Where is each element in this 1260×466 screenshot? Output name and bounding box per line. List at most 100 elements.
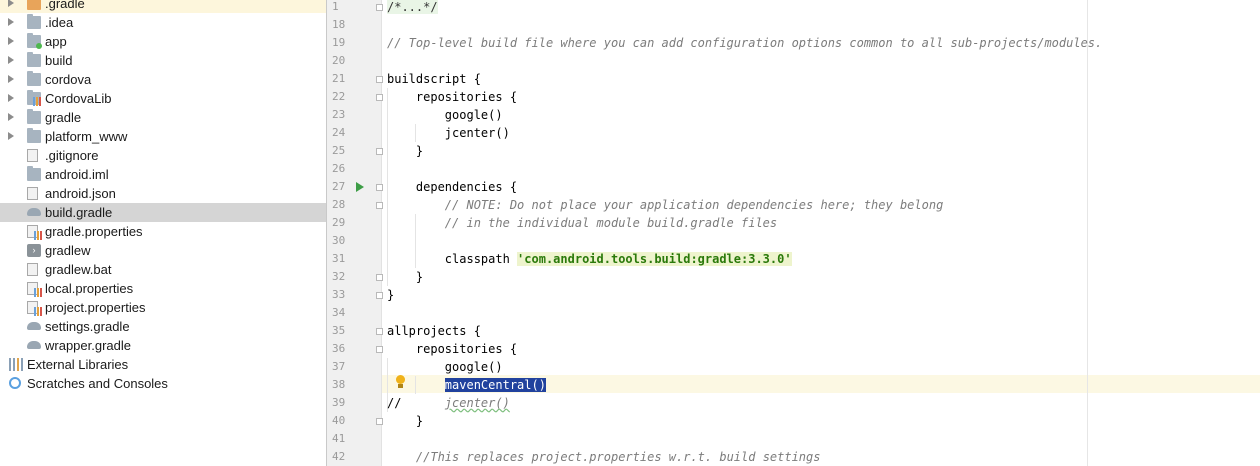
indent-guide (415, 214, 416, 268)
fold-marker-icon[interactable] (376, 418, 383, 425)
code-token: // in the individual module build.gradle… (444, 216, 778, 230)
bars-icon (34, 231, 42, 240)
libraries-icon (9, 358, 23, 371)
tree-item-gradlew-bat[interactable]: gradlew.bat (0, 260, 326, 279)
tree-item-label: android.json (45, 186, 116, 201)
chevron-right-icon[interactable] (8, 56, 14, 64)
properties-file-icon (27, 225, 42, 240)
line-number: 28 (332, 198, 346, 211)
tree-item-scratches-and-consoles[interactable]: Scratches and Consoles (0, 374, 326, 393)
tree-item-android-json[interactable]: android.json (0, 184, 326, 203)
tree-item-android-iml[interactable]: android.iml (0, 165, 326, 184)
code-token: } (387, 270, 424, 284)
chevron-right-icon[interactable] (8, 18, 14, 26)
tree-item-gradle-properties[interactable]: gradle.properties (0, 222, 326, 241)
tree-item-local-properties[interactable]: local.properties (0, 279, 326, 298)
folder-icon (27, 109, 41, 124)
tree-item-label: android.iml (45, 167, 109, 182)
tree-item-label: cordova (45, 72, 92, 87)
chevron-right-icon[interactable] (8, 94, 14, 102)
tree-item-cordova[interactable]: cordova (0, 70, 326, 89)
tree-item-label: .gitignore (45, 148, 99, 163)
line-number: 41 (332, 432, 346, 445)
fold-marker-icon[interactable] (376, 346, 383, 353)
fold-marker-icon[interactable] (376, 4, 383, 11)
fold-marker-icon[interactable] (376, 94, 383, 101)
tree-item-external-libraries[interactable]: External Libraries (0, 355, 326, 374)
code-line: } (387, 268, 423, 286)
code-token (387, 216, 445, 230)
tree-item-platform-www[interactable]: platform_www (0, 127, 326, 146)
tree-item-label: wrapper.gradle (45, 338, 131, 353)
line-number: 24 (332, 126, 346, 139)
indent-guide (415, 376, 416, 394)
fold-marker-icon[interactable] (376, 184, 383, 191)
code-line: } (387, 412, 423, 430)
properties-file-icon (27, 301, 42, 316)
fold-marker-icon[interactable] (376, 274, 383, 281)
tree-item-settings-gradle[interactable]: settings.gradle (0, 317, 326, 336)
iml-file-icon (27, 166, 41, 181)
chevron-right-icon[interactable] (8, 113, 14, 121)
indent-guide (387, 358, 388, 412)
tree-item-gitignore[interactable]: .gitignore (0, 146, 326, 165)
tree-item-build[interactable]: build (0, 51, 326, 70)
code-line: google() (387, 106, 503, 124)
code-token: jcenter() (444, 396, 510, 410)
tree-item-project-properties[interactable]: project.properties (0, 298, 326, 317)
fold-marker-icon[interactable] (376, 328, 383, 335)
tree-item-cordovalib[interactable]: CordovaLib (0, 89, 326, 108)
line-number: 20 (332, 54, 346, 67)
tree-item-gradle[interactable]: gradle (0, 108, 326, 127)
tree-item-build-gradle[interactable]: build.gradle (0, 203, 326, 222)
tree-item-label: gradle.properties (45, 224, 143, 239)
right-margin-guide (1087, 0, 1088, 466)
tree-item-label: settings.gradle (45, 319, 130, 334)
scratches-icon (9, 377, 21, 389)
fold-marker-icon[interactable] (376, 292, 383, 299)
code-line: /*...*/ (387, 0, 438, 16)
tree-item-label: build.gradle (45, 205, 113, 220)
code-token: repositories { (387, 342, 518, 356)
tree-item-label: External Libraries (27, 357, 129, 372)
gradle-icon (27, 341, 41, 349)
code-token: } (387, 414, 424, 428)
fold-marker-icon[interactable] (376, 148, 383, 155)
lightbulb-icon[interactable] (396, 375, 405, 388)
tree-item-label: .gradle (45, 0, 85, 11)
line-number: 27 (332, 180, 346, 193)
fold-marker-icon[interactable] (376, 202, 383, 209)
line-number: 32 (332, 270, 346, 283)
run-icon[interactable] (356, 182, 364, 192)
line-number: 30 (332, 234, 346, 247)
indent-guide (387, 88, 388, 286)
tree-item-gradle[interactable]: .gradle (0, 0, 326, 13)
line-number: 34 (332, 306, 346, 319)
code-token: allprojects { (387, 324, 481, 338)
fold-marker-icon[interactable] (376, 76, 383, 83)
chevron-right-icon[interactable] (8, 132, 14, 140)
code-line: } (387, 142, 423, 160)
code-token: google() (387, 360, 503, 374)
tree-item-gradlew[interactable]: ›gradlew (0, 241, 326, 260)
code-token: // Top-level build file where you can ad… (387, 36, 1103, 50)
chevron-right-icon[interactable] (8, 75, 14, 83)
code-token: repositories { (387, 90, 518, 104)
folder-icon (27, 71, 41, 86)
tree-item-app[interactable]: app (0, 32, 326, 51)
code-editor[interactable]: /*...*/ // Top-level build file where you… (382, 0, 1260, 466)
code-token: // NOTE: Do not place your application d… (444, 198, 944, 212)
chevron-right-icon[interactable] (8, 0, 14, 7)
panel-divider[interactable] (326, 0, 327, 466)
tree-item-label: gradlew.bat (45, 262, 112, 277)
code-line: // jcenter() (387, 394, 510, 412)
library-module-icon (27, 90, 41, 106)
folder-icon (27, 128, 41, 143)
tree-item-idea[interactable]: .idea (0, 13, 326, 32)
tree-item-label: build (45, 53, 73, 68)
tree-item-wrapper-gradle[interactable]: wrapper.gradle (0, 336, 326, 355)
line-number: 23 (332, 108, 346, 121)
chevron-right-icon[interactable] (8, 37, 14, 45)
tree-item-label: app (45, 34, 67, 49)
